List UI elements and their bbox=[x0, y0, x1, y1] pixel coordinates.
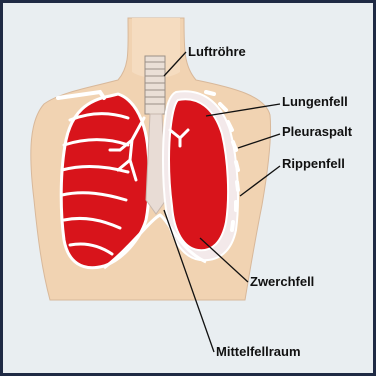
trachea bbox=[145, 56, 165, 114]
label-mittelfellraum: Mittelfellraum bbox=[216, 344, 301, 359]
label-rippenfell: Rippenfell bbox=[282, 156, 345, 171]
label-pleuraspalt: Pleuraspalt bbox=[282, 124, 353, 139]
label-zwerchfell: Zwerchfell bbox=[250, 274, 314, 289]
label-luftroehre: Luftröhre bbox=[188, 44, 246, 59]
label-lungenfell: Lungenfell bbox=[282, 94, 348, 109]
